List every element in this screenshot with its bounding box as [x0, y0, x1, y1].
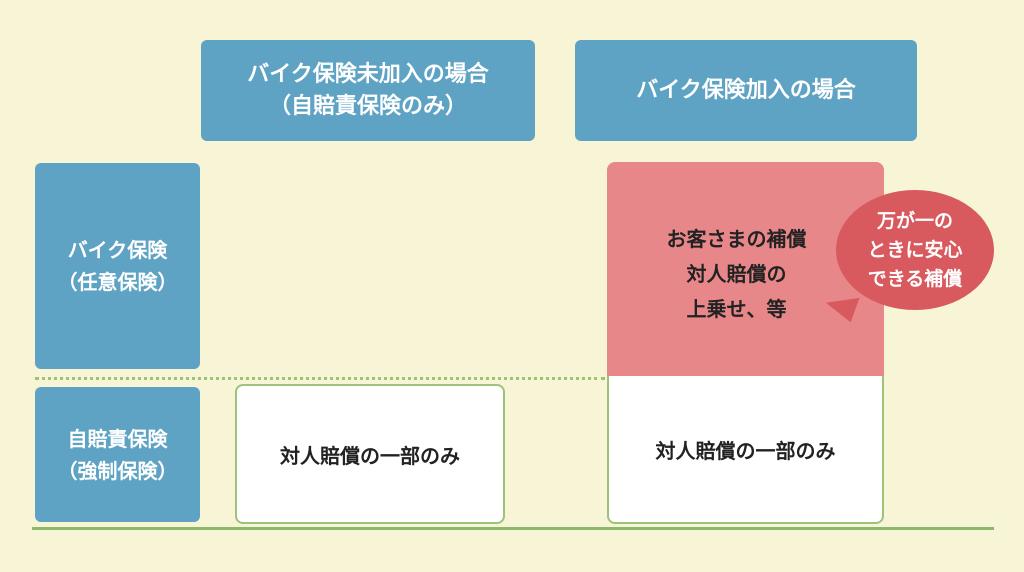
- row-label-compulsory-line2: （強制保険）: [57, 458, 178, 483]
- layer-divider: [35, 377, 605, 380]
- row-label-optional-insurance: バイク保険 （任意保険）: [35, 163, 200, 369]
- row-label-optional-line1: バイク保険: [67, 238, 168, 262]
- optional-coverage-line2: 対人賠償の: [686, 261, 787, 286]
- optional-coverage-line3: 上乗せ、等: [686, 296, 787, 321]
- compulsory-coverage-insured-text: 対人賠償の一部のみ: [655, 438, 836, 463]
- row-label-compulsory-insurance: 自賠責保険 （強制保険）: [35, 387, 200, 522]
- reassurance-speech-bubble: 万が一の ときに安心 できる補償: [836, 190, 994, 310]
- compulsory-coverage-uninsured-text: 対人賠償の一部のみ: [280, 443, 460, 468]
- compulsory-coverage-uninsured: 対人賠償の一部のみ: [235, 384, 505, 524]
- optional-coverage-line1: お客さまの補償: [666, 226, 807, 251]
- optional-coverage-block: お客さまの補償 対人賠償の 上乗せ、等: [607, 162, 884, 378]
- row-label-optional-line2: （任意保険）: [57, 270, 178, 294]
- column-header-uninsured-line1: バイク保険未加入の場合: [247, 61, 489, 87]
- column-header-uninsured-line2: （自賠責保険のみ）: [268, 93, 467, 119]
- column-header-insured: バイク保険加入の場合: [575, 40, 917, 141]
- bubble-line3: できる補償: [867, 267, 963, 290]
- bubble-line1: 万が一の: [876, 209, 953, 232]
- column-header-insured-line1: バイク保険加入の場合: [636, 77, 856, 103]
- column-header-uninsured: バイク保険未加入の場合 （自賠責保険のみ）: [201, 40, 535, 141]
- baseline: [32, 527, 994, 530]
- row-label-compulsory-line1: 自賠責保険: [67, 426, 168, 451]
- bubble-line2: ときに安心: [867, 238, 963, 261]
- compulsory-coverage-insured: 対人賠償の一部のみ: [607, 376, 884, 524]
